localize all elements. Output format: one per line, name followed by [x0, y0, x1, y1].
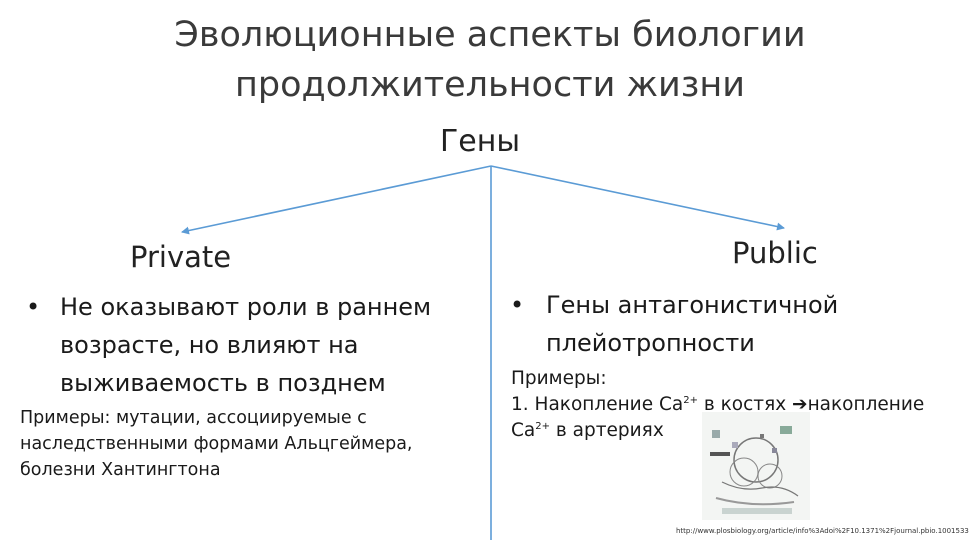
- title-line-2: продолжительности жизни: [234, 65, 745, 105]
- ex2-text: Ca: [511, 420, 536, 441]
- left-examples-line-1: Примеры: мутации, ассоциируемые с: [20, 408, 367, 428]
- right-examples-line-2: Ca2+ в артериях: [511, 418, 956, 444]
- pathway-diagram-image: [702, 412, 810, 520]
- branch-heading-private: Private: [130, 240, 232, 274]
- ex2-location: в артериях: [550, 420, 664, 441]
- ex1-result: накопление: [807, 394, 925, 415]
- ex1-location: в костях: [697, 394, 793, 415]
- left-bullet-line-2: возрасте, но влияют на: [60, 331, 359, 359]
- ex2-superscript: 2+: [535, 420, 551, 432]
- title-line-1: Эволюционные аспекты биологии: [174, 15, 806, 55]
- right-bullet-line-2: плейотропности: [546, 329, 755, 357]
- left-examples-line-2: наследственными формами Альцгеймера,: [20, 434, 413, 454]
- root-node-genes: Гены: [439, 124, 521, 159]
- source-citation-link[interactable]: http://www.plosbiology.org/article/info%…: [676, 527, 969, 535]
- ex1-text: 1. Накопление Ca: [511, 394, 684, 415]
- left-examples-line-3: болезни Хантингтона: [20, 460, 221, 480]
- left-bullet-line-3: выживаемость в позднем: [60, 369, 386, 397]
- right-bullet-line-1: Гены антагонистичной: [546, 291, 839, 319]
- right-bullet: • Гены антагонистичной плейотропности: [510, 286, 950, 362]
- right-arrow-icon: ➔: [792, 394, 808, 415]
- slide-title: Эволюционные аспекты биологии продолжите…: [60, 10, 920, 110]
- left-bullet: • Не оказывают роли в раннем возрасте, н…: [26, 288, 476, 402]
- left-bullet-line-1: Не оказывают роли в раннем: [60, 293, 432, 321]
- right-examples-line-1: 1. Накопление Ca2+ в костях ➔накопление: [511, 392, 956, 418]
- bullet-marker: •: [510, 291, 525, 319]
- ex1-superscript: 2+: [683, 394, 698, 406]
- bullet-marker: •: [26, 293, 41, 321]
- connector-right-arrow: [490, 165, 785, 231]
- right-examples: Примеры: 1. Накопление Ca2+ в костях ➔на…: [511, 366, 956, 444]
- left-examples: Примеры: мутации, ассоциируемые с наслед…: [20, 405, 480, 483]
- connector-left-arrow: [181, 165, 492, 235]
- branch-heading-public: Public: [732, 236, 818, 270]
- right-examples-heading: Примеры:: [511, 368, 607, 389]
